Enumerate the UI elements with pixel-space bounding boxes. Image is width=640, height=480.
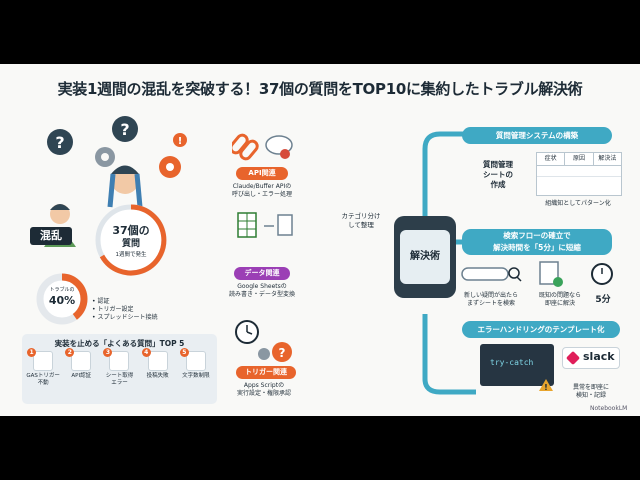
top5-item-label: GASトリガー 不動 — [26, 373, 60, 386]
top5-rank-badge: 5 — [179, 348, 189, 357]
bullet-item: • スプレッドシート接続 — [92, 314, 158, 321]
svg-text:?: ? — [120, 120, 129, 139]
footer-logo: NotebookLM — [590, 405, 628, 412]
slide: 実装1週間の混乱を突破する！37個の質問をTOP10に集約したトラブル解決術 ?… — [0, 64, 640, 416]
slack-badge: slack — [562, 347, 620, 369]
top5-rank-badge: 1 — [27, 348, 37, 357]
top5-item-label: API認証 — [71, 373, 92, 379]
data-category-desc: Google Sheetsの 読み書き・データ型変換 — [228, 283, 295, 298]
banner-question-system: 質問管理システムの構築 — [462, 127, 612, 144]
trouble-bullets: • 認証 • トリガー設定 • スプレッドシート接続 — [92, 298, 157, 322]
question-count-unit: 質問 — [121, 239, 140, 249]
trigger-category-desc: Apps Scriptの 実行設定・権限承認 — [236, 382, 291, 397]
top5-rank-badge: 2 — [65, 348, 75, 357]
top5-item-icon — [147, 351, 168, 371]
top5-item: 3 シート取得 エラー — [101, 348, 137, 401]
api-category-tag: API関連 — [236, 167, 288, 180]
svg-text:!: ! — [544, 383, 548, 392]
table-row — [537, 166, 621, 177]
trigger-category-tag: トリガー関連 — [236, 366, 296, 379]
top5-rank-badge: 3 — [103, 348, 113, 357]
trouble-donut-arc — [36, 273, 88, 325]
question-table-header: 症状 原因 解決法 — [537, 153, 621, 166]
hub-label: 解決術 — [410, 251, 440, 262]
banner-error-template: エラーハンドリングのテンプレート化 — [462, 321, 620, 338]
hub-screen: 解決術 — [400, 230, 450, 284]
trouble-percent: 40% — [48, 294, 76, 307]
top5-item: 4 投稿失敗 — [140, 348, 176, 401]
api-link-icons — [232, 133, 293, 161]
question-count-ring — [95, 204, 167, 276]
warning-icon: ! — [539, 379, 553, 392]
top5-item-icon — [33, 351, 54, 371]
sheet-label: 質問管理 シートの 作成 — [483, 160, 513, 189]
chaos-label-box: 混乱 — [30, 227, 72, 245]
top5-item-label: シート取得 エラー — [105, 373, 134, 386]
top5-header: 実装を止める「よくある質問」TOP 5 — [54, 339, 185, 348]
slack-label: slack — [583, 350, 615, 363]
bullet-item: • 認証 — [92, 298, 110, 305]
banner-search-line1: 検索フローの確立で — [503, 231, 571, 240]
top5-item-icon — [71, 351, 92, 371]
alert-caption: 異常を即座に 検知・記録 — [572, 384, 609, 399]
top5-item: 5 文字数制限 — [178, 348, 214, 401]
table-header-cell: 解決法 — [598, 155, 617, 162]
data-category-tag: データ関連 — [234, 267, 290, 280]
code-text: try-catch — [490, 358, 534, 367]
svg-text:?: ? — [55, 133, 64, 152]
top5-item-icon — [109, 351, 130, 371]
top5-item-label: 投稿失敗 — [146, 373, 169, 379]
category-note: カテゴリ分け して整理 — [341, 212, 381, 229]
top5-item-label: 文字数制限 — [182, 373, 210, 379]
search-flow-icons — [461, 261, 613, 287]
banner-search-flow: 検索フローの確立で 解決時間を「5分」に短縮 — [462, 229, 612, 255]
slack-icon — [565, 350, 581, 366]
table-caption: 組織知としてパターン化 — [545, 200, 611, 207]
flow-step-time: 5分 — [595, 295, 611, 305]
api-category-desc: Claude/Buffer APIの 呼び出し・エラー処理 — [231, 183, 292, 198]
table-header-cell: 原因 — [565, 153, 594, 165]
top5-item-icon — [185, 351, 206, 371]
question-count-number: 37個の — [112, 224, 150, 237]
trouble-donut — [36, 273, 88, 325]
chaos-label: 混乱 — [40, 229, 62, 242]
svg-text:!: ! — [178, 136, 183, 147]
flow-step-search: 新しい疑問が出たら まずシートを検索 — [463, 292, 518, 307]
table-header-cell: 症状 — [537, 153, 566, 165]
question-count-sub: 1週間で発生 — [115, 252, 147, 258]
top5-rank-badge: 4 — [141, 348, 151, 357]
svg-text:?: ? — [279, 346, 286, 360]
question-table: 症状 原因 解決法 — [536, 152, 622, 196]
code-window: try-catch — [480, 344, 554, 386]
bullet-item: • トリガー設定 — [92, 306, 134, 313]
sheets-icons — [237, 212, 293, 238]
trouble-label: トラブルの — [49, 287, 75, 293]
trigger-icons: ? — [235, 320, 292, 362]
flow-step-resolve: 既知の問題なら 即座に解決 — [538, 292, 581, 307]
banner-search-line2: 解決時間を「5分」に短縮 — [493, 243, 581, 252]
table-row — [537, 177, 621, 187]
page-title: 実装1週間の混乱を突破する！37個の質問をTOP10に集約したトラブル解決術 — [57, 80, 583, 98]
